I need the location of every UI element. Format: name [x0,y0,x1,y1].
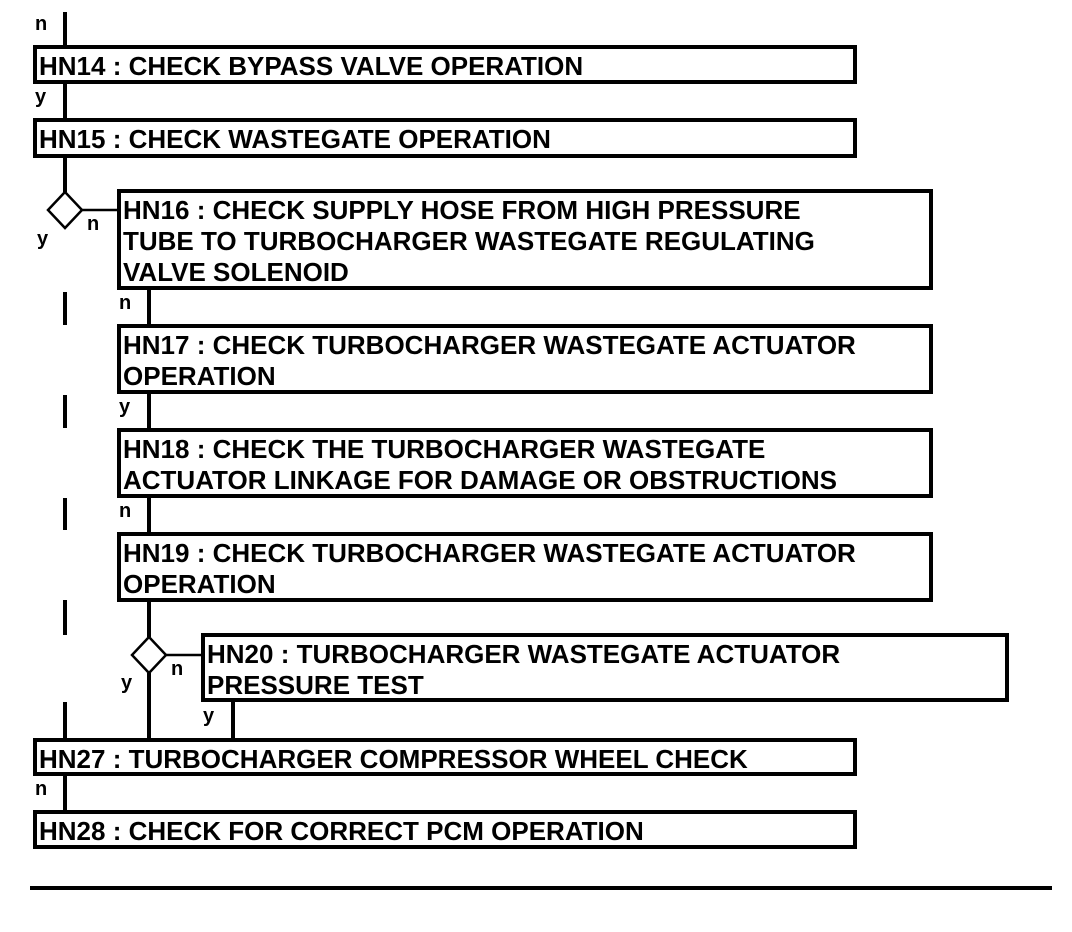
step-label: HN18 : CHECK THE TURBOCHARGER WASTEGATE … [123,434,838,495]
branch-label-no: n [171,658,184,680]
branch-label-yes: y [35,86,47,108]
step-box-hn18: HN18 : CHECK THE TURBOCHARGER WASTEGATE … [117,428,933,498]
step-box-hn20: HN20 : TURBOCHARGER WASTEGATE ACTUATOR P… [201,633,1009,702]
step-box-hn28: HN28 : CHECK FOR CORRECT PCM OPERATION [33,810,857,849]
step-box-hn16: HN16 : CHECK SUPPLY HOSE FROM HIGH PRESS… [117,189,933,290]
decision-diamond [130,635,168,675]
step-box-hn14: HN14 : CHECK BYPASS VALVE OPERATION [33,45,857,84]
step-box-hn15: HN15 : CHECK WASTEGATE OPERATION [33,118,857,158]
step-box-hn17: HN17 : CHECK TURBOCHARGER WASTEGATE ACTU… [117,324,933,394]
step-label: HN28 : CHECK FOR CORRECT PCM OPERATION [39,816,644,846]
step-label: HN27 : TURBOCHARGER COMPRESSOR WHEEL CHE… [39,744,748,774]
branch-label-no: n [119,500,132,522]
branch-label-no: n [35,778,48,800]
step-box-hn27: HN27 : TURBOCHARGER COMPRESSOR WHEEL CHE… [33,738,857,776]
branch-label-yes: y [203,705,215,727]
branch-label-yes: y [37,228,49,250]
step-label: HN17 : CHECK TURBOCHARGER WASTEGATE ACTU… [123,330,856,391]
branch-label-yes: y [121,672,133,694]
branch-label-no: n [119,292,132,314]
step-label: HN19 : CHECK TURBOCHARGER WASTEGATE ACTU… [123,538,856,599]
branch-label-no: n [87,213,100,235]
step-label: HN16 : CHECK SUPPLY HOSE FROM HIGH PRESS… [123,195,815,287]
branch-label-no: n [35,13,48,35]
step-box-hn19: HN19 : CHECK TURBOCHARGER WASTEGATE ACTU… [117,532,933,602]
decision-diamond [46,190,84,230]
step-label: HN14 : CHECK BYPASS VALVE OPERATION [39,51,584,81]
step-label: HN15 : CHECK WASTEGATE OPERATION [39,124,551,154]
branch-label-yes: y [119,396,131,418]
step-label: HN20 : TURBOCHARGER WASTEGATE ACTUATOR P… [207,639,841,700]
